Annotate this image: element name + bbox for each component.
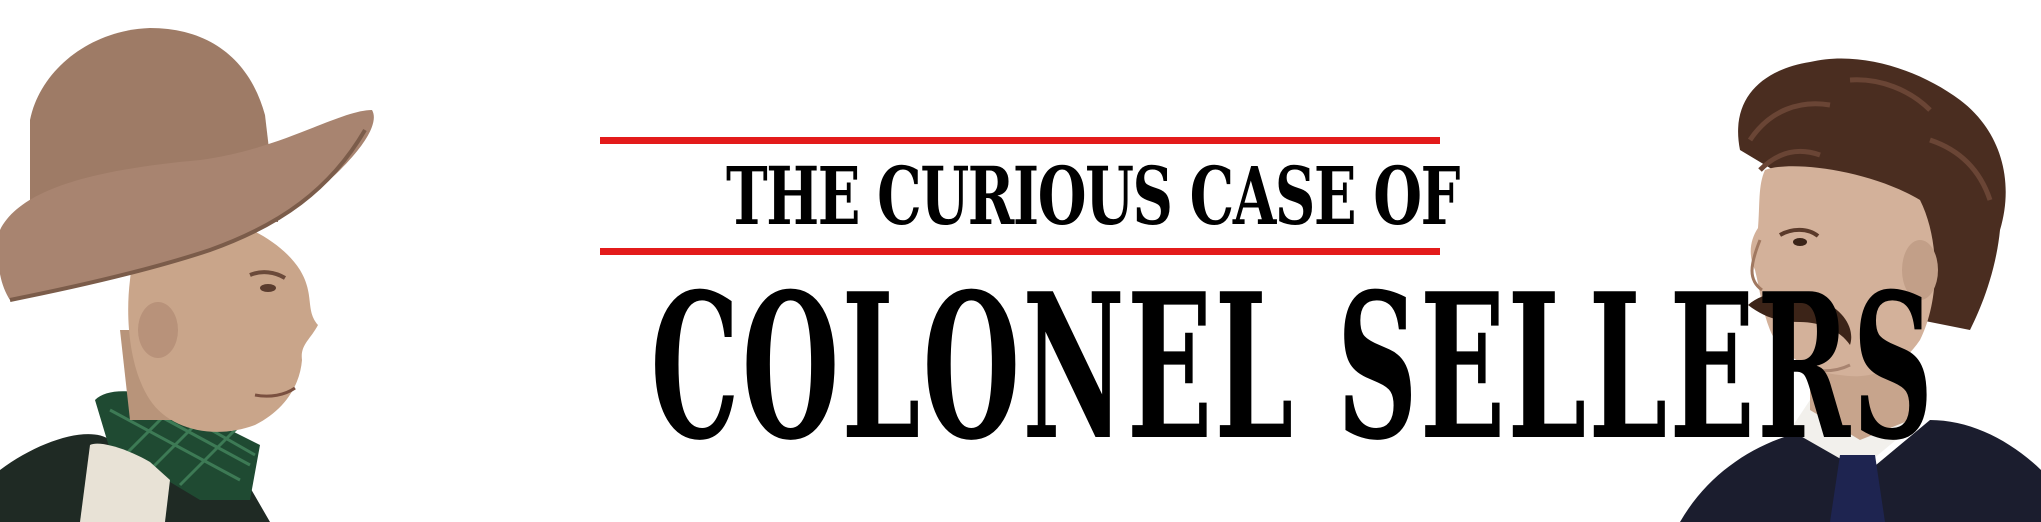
main-title: COLONEL SELLERS xyxy=(650,250,1936,485)
man-with-mustache-portrait xyxy=(1680,58,2041,522)
top-red-rule xyxy=(600,137,1440,144)
bottom-red-rule xyxy=(600,248,1440,255)
subtitle: THE CURIOUS CASE OF xyxy=(726,149,1460,243)
man-in-hat-portrait xyxy=(0,28,374,522)
